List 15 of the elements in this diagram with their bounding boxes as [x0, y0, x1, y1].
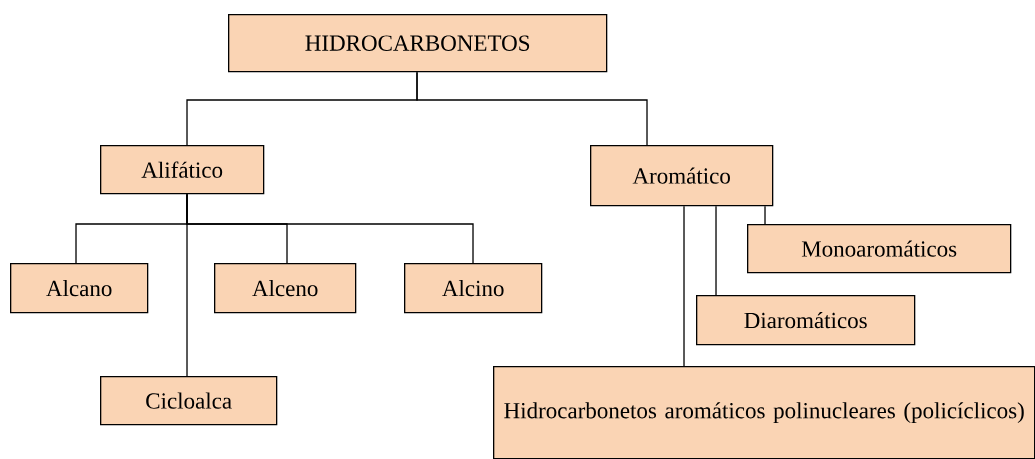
category-box: Monoaromáticos: [747, 224, 1012, 274]
category-box: Alceno: [214, 263, 357, 314]
connector-line: [186, 193, 188, 377]
connector-line: [683, 205, 685, 367]
category-box: Cicloalca: [100, 376, 278, 426]
category-box: HIDROCARBONETOS: [228, 14, 608, 73]
category-box: Alcino: [404, 263, 543, 314]
category-box: Alifático: [100, 145, 265, 195]
category-box: Diaromáticos: [696, 295, 916, 346]
category-box: Hidrocarbonetos aromáticos polinucleares (policíclicos): [493, 366, 1035, 459]
connector-line: [416, 71, 648, 146]
category-box: Aromático: [590, 145, 774, 207]
category-box: Alcano: [10, 263, 149, 314]
connector-line: [764, 205, 766, 225]
connector-line: [715, 205, 717, 296]
